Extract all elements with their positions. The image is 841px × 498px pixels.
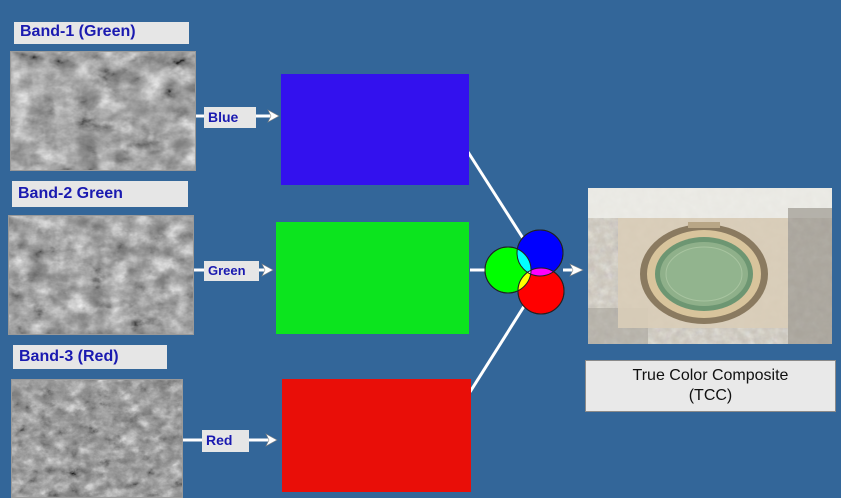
- band-3-title: Band-3 (Red): [13, 345, 167, 369]
- tcc-label: True Color Composite (TCC): [585, 360, 836, 412]
- band-3-image: [11, 379, 183, 498]
- channel-label-blue: Blue: [204, 107, 256, 128]
- band-2-image: [8, 215, 194, 335]
- band-2-title: Band-2 Green: [12, 181, 188, 207]
- channel-label-red: Red: [202, 430, 249, 452]
- band-1-title: Band-1 (Green): [14, 22, 189, 44]
- true-color-composite-image: [588, 188, 832, 344]
- red-channel-rect: [282, 379, 471, 492]
- band-1-image: [10, 51, 196, 171]
- blue-channel-rect: [281, 74, 469, 185]
- channel-label-green: Green: [204, 261, 259, 281]
- green-channel-rect: [276, 222, 469, 334]
